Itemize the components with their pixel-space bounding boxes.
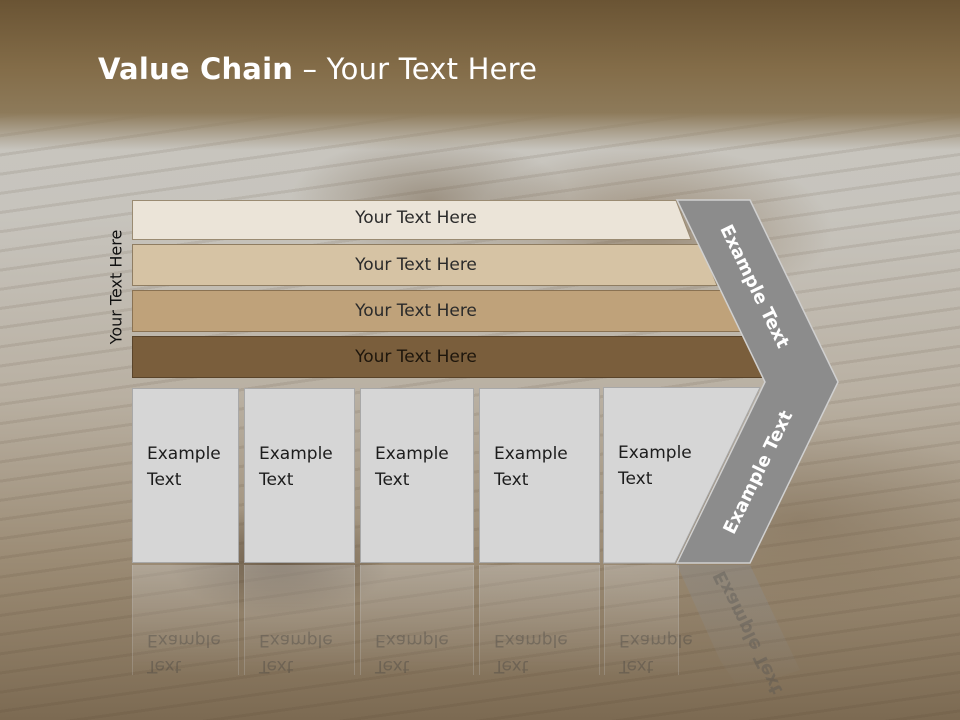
box-2[interactable]: Example Text: [244, 388, 355, 563]
box-2-line2: Text: [259, 470, 294, 490]
box-3-line1: Example: [375, 444, 449, 464]
title-bold: Value Chain: [98, 52, 294, 86]
box-5-line2: Text: [618, 469, 653, 489]
box-1[interactable]: Example Text: [132, 388, 239, 563]
bar-3-label: Your Text Here: [355, 301, 477, 321]
chevron-reflection: [677, 565, 800, 690]
slide-title[interactable]: Value Chain – Your Text Here: [98, 52, 537, 86]
bar-2[interactable]: Your Text Here: [132, 244, 718, 286]
box-3[interactable]: Example Text: [360, 388, 474, 563]
bar-4[interactable]: Your Text Here: [132, 336, 766, 378]
box-4[interactable]: Example Text: [479, 388, 600, 563]
chevron-shape: [675, 199, 839, 564]
box-4-line1: Example: [494, 444, 568, 464]
box-4-line2: Text: [494, 470, 529, 490]
box-1-line1: Example: [147, 444, 221, 464]
box-3-line2: Text: [375, 470, 410, 490]
box-1-line2: Text: [147, 470, 182, 490]
title-rest: – Your Text Here: [293, 52, 538, 86]
box-5-shape: [603, 387, 761, 564]
bar-2-label: Your Text Here: [355, 255, 477, 275]
bar-3[interactable]: Your Text Here: [132, 290, 742, 332]
box-2-line1: Example: [259, 444, 333, 464]
bar-1-label: Your Text Here: [355, 208, 477, 228]
bar-4-label: Your Text Here: [355, 347, 477, 367]
box-5[interactable]: Example Text: [604, 388, 694, 563]
bar-1[interactable]: Your Text Here: [132, 200, 692, 240]
bar-1-shape: [132, 200, 692, 240]
header-band: [0, 0, 960, 150]
bar-2-shape: [132, 244, 718, 286]
box-5-line1: Example: [618, 443, 692, 463]
